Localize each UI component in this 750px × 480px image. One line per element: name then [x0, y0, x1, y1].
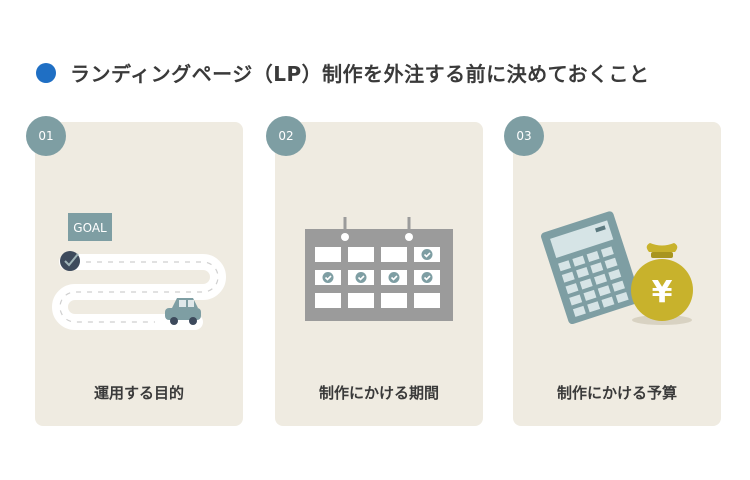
money-bag-icon: ¥: [631, 243, 693, 325]
card-number-badge: 02: [266, 116, 306, 156]
card-purpose: [35, 122, 243, 426]
section-header: ランディングページ（LP）制作を外注する前に決めておくこと: [36, 58, 650, 87]
goal-sign: GOAL: [68, 213, 112, 241]
card-label-period: 制作にかける期間: [318, 384, 439, 402]
card-label-budget: 制作にかける予算: [556, 384, 677, 402]
car-icon: [165, 298, 201, 325]
card-number-badge: 03: [504, 116, 544, 156]
calculator-icon: [541, 211, 641, 325]
goal-sign-text: GOAL: [73, 221, 107, 235]
yen-symbol: ¥: [652, 275, 673, 310]
card-label-purpose: 運用する目的: [93, 384, 184, 402]
calculator-money-bag-icon: ¥: [541, 211, 693, 325]
card-number-badge: 01: [26, 116, 66, 156]
road-goal-icon: GOAL: [52, 213, 226, 330]
page-title: ランディングページ（LP）制作を外注する前に決めておくこと: [70, 62, 650, 86]
check-icon: [322, 249, 433, 283]
calendar-icon: [305, 217, 453, 321]
bullet-dot-icon: [36, 62, 56, 83]
